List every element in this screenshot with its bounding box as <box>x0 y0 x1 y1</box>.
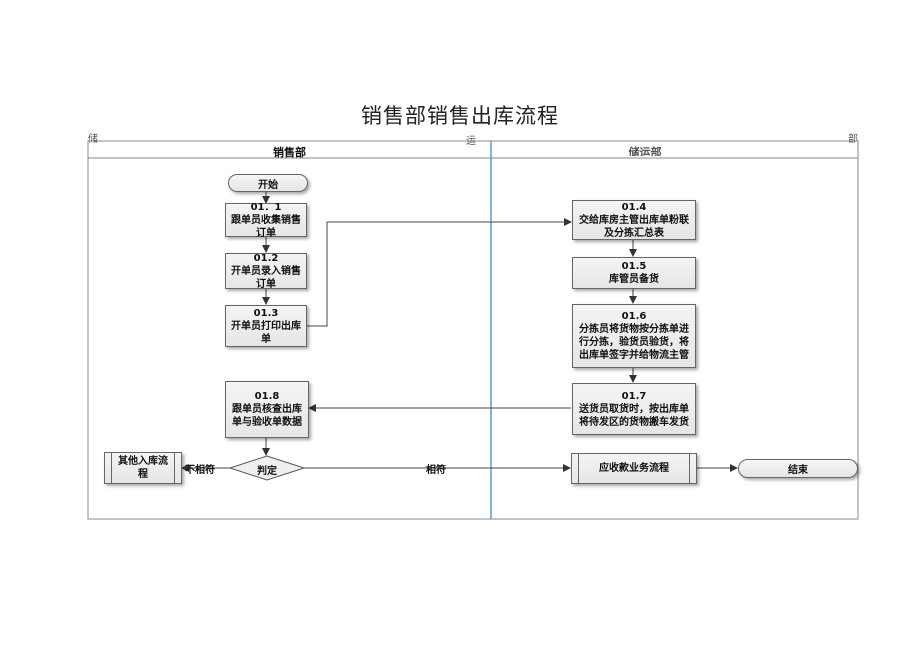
step-01-7: 01.7 送货员取货时，按出库单将待发区的货物搬车发货 <box>572 383 696 435</box>
step-01-8: 01.8 跟单员核查出库单与验收单数据 <box>225 381 309 438</box>
step-01-4-text: 交给库房主管出库单粉联及分拣汇总表 <box>579 214 689 239</box>
other-inbound-process-label: 其他入库流程 <box>118 456 168 480</box>
lane-title-sales: 销售部 <box>273 146 306 159</box>
swimlane-frame <box>87 140 859 520</box>
step-01-4: 01.4 交给库房主管出库单粉联及分拣汇总表 <box>572 200 696 240</box>
start-terminal: 开始 <box>228 174 308 192</box>
step-01-6-text: 分拣员将货物按分拣单进行分拣，验货员验货，将出库单签字并给物流主管 <box>579 324 689 361</box>
step-01-8-text: 跟单员核查出库单与验收单数据 <box>232 404 302 428</box>
step-01-3-number: 01.3 <box>253 307 279 319</box>
step-01-8-number: 01.8 <box>254 391 280 402</box>
step-01-1-text: 跟单员收集销售订单 <box>231 214 301 239</box>
lane-title-logistics: 储运部 <box>628 146 662 156</box>
step-01-2: 01.2 开单员录入销售订单 <box>225 252 307 290</box>
step-01-3-text: 开单员打印出库单 <box>231 320 301 345</box>
step-01-1-number: 01．1 <box>250 201 282 213</box>
receivable-process: 应收款业务流程 <box>571 453 697 484</box>
step-01-4-number: 01.4 <box>621 201 647 213</box>
edge-label-match: 相符 <box>426 465 446 476</box>
page-title: 销售部销售出库流程 <box>361 104 559 128</box>
receivable-process-label: 应收款业务流程 <box>599 463 669 474</box>
step-01-6: 01.6 分拣员将货物按分拣单进行分拣，验货员验货，将出库单签字并给物流主管 <box>572 304 696 368</box>
other-inbound-process: 其他入库流程 <box>104 452 182 484</box>
step-01-7-text: 送货员取货时，按出库单将待发区的货物搬车发货 <box>579 403 689 428</box>
start-label: 开始 <box>258 179 278 191</box>
edge-01-3-to-01-4 <box>307 218 572 327</box>
header-char-left: 储 <box>88 134 98 145</box>
decision-label: 判定 <box>257 466 277 477</box>
step-01-6-number: 01.6 <box>621 311 647 322</box>
step-01-7-number: 01.7 <box>621 390 647 402</box>
edge-label-no-match-text: 不相符 <box>185 465 215 476</box>
step-01-3: 01.3 开单员打印出库单 <box>225 305 307 347</box>
step-01-2-text: 开单员录入销售订单 <box>231 265 301 290</box>
step-01-5-text: 库管员备货 <box>609 274 659 285</box>
header-char-right: 部 <box>848 134 858 145</box>
step-01-5: 01.5 库管员备货 <box>572 257 696 289</box>
end-label: 结束 <box>788 465 808 476</box>
step-01-5-number: 01.5 <box>621 261 647 272</box>
end-terminal: 结束 <box>738 459 858 478</box>
step-01-2-number: 01.2 <box>253 252 279 264</box>
edge-label-no-match: 不相符 <box>185 461 215 476</box>
step-01-1: 01．1 跟单员收集销售订单 <box>225 201 307 239</box>
